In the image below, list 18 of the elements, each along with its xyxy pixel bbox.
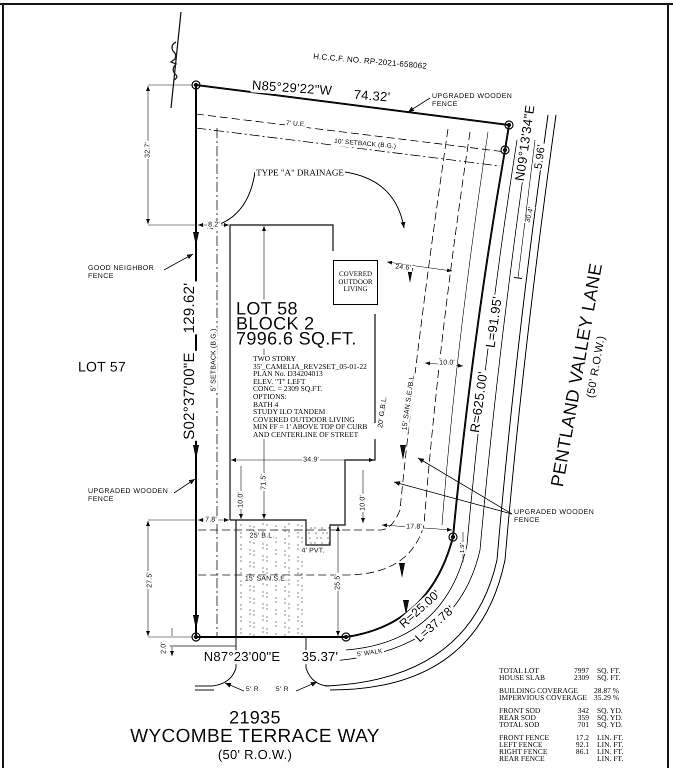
leader-line	[164, 254, 194, 270]
lot-label: 7996.6 SQ.FT.	[235, 330, 358, 348]
leader-line	[174, 478, 196, 494]
lot-label: LOT 57	[76, 360, 128, 374]
dimension-label: 35.37'	[300, 650, 340, 664]
dimension-label: 74.32'	[352, 88, 392, 104]
leader-line	[418, 458, 512, 514]
bearing-label: N85°29'22"W	[250, 78, 334, 98]
dimension-label: 129.62'	[182, 282, 198, 334]
bearing-label: S02°37'00"E	[182, 351, 198, 441]
street-note: (50' R.O.W.)	[216, 748, 294, 762]
leader-line	[394, 481, 512, 514]
leader-line	[296, 682, 318, 692]
drainage-label: TYPE "A" DRAINAGE	[255, 168, 345, 178]
bearing-label: N87°23'00"E	[202, 650, 282, 664]
leader-line	[408, 98, 430, 112]
leader-line	[224, 682, 244, 692]
record-note: H.C.C.F. NO. RP-2021-658062	[312, 52, 428, 72]
